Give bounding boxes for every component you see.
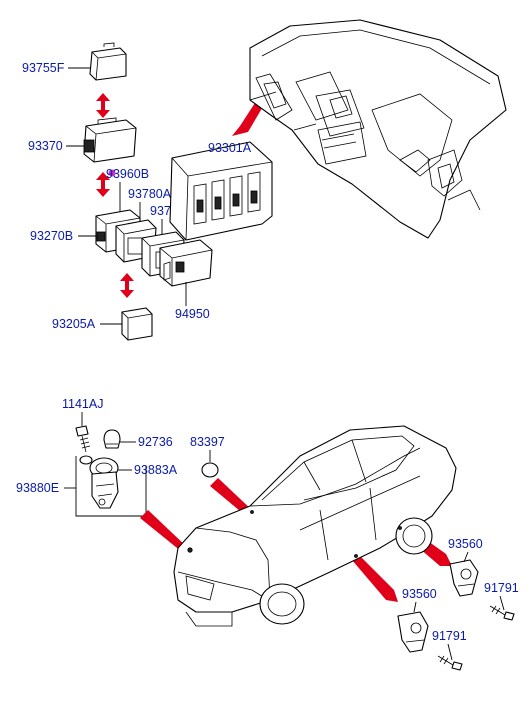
leader-93560-lower	[413, 601, 417, 613]
part-93883A	[79, 455, 119, 509]
pointer-arrow-front-door	[352, 554, 398, 602]
label-93370[interactable]: 93370	[28, 139, 63, 153]
label-93780A[interactable]: 93780A	[128, 187, 172, 201]
label-93883A[interactable]: 93883A	[134, 463, 178, 477]
label-94950[interactable]: 94950	[175, 307, 210, 321]
part-91791-upper	[489, 605, 515, 621]
part-94950	[159, 239, 213, 287]
part-93301A	[169, 141, 273, 241]
label-93755F[interactable]: 93755F	[22, 61, 65, 75]
label-92736[interactable]: 92736	[138, 435, 173, 449]
dashboard-illustration	[249, 19, 507, 239]
pointer-arrow-windshield	[210, 478, 254, 516]
label-93205A[interactable]: 93205A	[52, 317, 96, 331]
box-93880E	[75, 456, 147, 517]
label-93560-upper[interactable]: 93560	[448, 537, 483, 551]
pointer-arrow-hood	[140, 510, 188, 552]
leader-93560-upper	[463, 551, 469, 563]
label-93560-lower[interactable]: 93560	[402, 587, 437, 601]
part-93370	[83, 117, 137, 163]
label-93301A[interactable]: 93301A	[208, 141, 252, 155]
label-91791-lower[interactable]: 91791	[432, 629, 467, 643]
double-arrow-2	[96, 172, 110, 197]
label-1141AJ[interactable]: 1141AJ	[62, 397, 103, 411]
label-93960B[interactable]: 93960B	[106, 167, 149, 181]
label-83397[interactable]: 83397	[190, 435, 225, 449]
part-1141AJ	[75, 425, 91, 453]
part-91791-lower	[437, 655, 463, 671]
double-arrow-3	[120, 273, 134, 298]
double-arrow-1	[96, 93, 110, 118]
label-91791-upper[interactable]: 91791	[484, 581, 519, 595]
part-83397	[201, 462, 219, 478]
car-illustration	[173, 425, 457, 627]
label-93880E[interactable]: 93880E	[16, 481, 59, 495]
leader-91791-upper	[499, 595, 505, 611]
part-92736	[103, 429, 121, 449]
highlight-dot	[108, 169, 116, 177]
part-93560-upper	[449, 559, 479, 597]
leader-91791-lower	[447, 643, 453, 661]
part-93560-lower	[397, 611, 429, 653]
label-93270B[interactable]: 93270B	[30, 229, 73, 243]
part-93205A	[121, 307, 153, 341]
part-93755F	[89, 42, 127, 81]
